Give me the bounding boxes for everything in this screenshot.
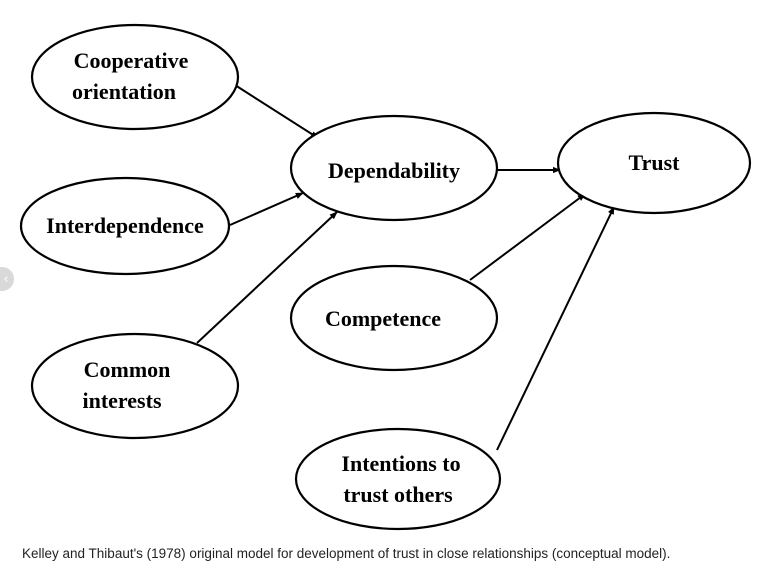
node-dependability: Dependability	[289, 114, 499, 222]
node-intentions-to-trust-others: Intentions to trust others	[294, 427, 502, 531]
node-shape	[294, 427, 502, 531]
edge-cooperative-to-dependability	[234, 84, 319, 139]
node-label-line: Dependability	[328, 158, 460, 183]
node-trust: Trust	[556, 111, 752, 215]
node-shape	[30, 23, 240, 131]
node-shape	[30, 332, 240, 440]
node-label-line: trust others	[343, 482, 453, 507]
node-common-interests: Common interests	[30, 332, 240, 440]
edges	[196, 84, 615, 451]
node-label-line: Competence	[325, 306, 441, 331]
edge-interdependence-to-dependability	[229, 192, 304, 226]
node-shape	[289, 264, 499, 372]
trust-model-diagram: Cooperative orientation Interdependence …	[19, 23, 752, 531]
edge-intentions-to-trust	[496, 206, 615, 451]
edge-common-to-dependability	[196, 211, 338, 344]
node-shape	[556, 111, 752, 215]
node-shape	[289, 114, 499, 222]
node-label-line: Intentions to	[341, 451, 460, 476]
node-label-line: orientation	[72, 79, 176, 104]
node-competence: Competence	[289, 264, 499, 372]
node-interdependence: Interdependence	[19, 176, 231, 276]
edge-competence-to-trust	[469, 193, 586, 281]
node-label-line: Cooperative	[74, 48, 189, 73]
chevron-left-icon: ‹	[3, 271, 9, 287]
node-label-line: interests	[82, 388, 161, 413]
node-shape	[19, 176, 231, 276]
previous-slide-button[interactable]: ‹	[0, 267, 14, 291]
node-label-line: Common	[84, 357, 171, 382]
node-cooperative-orientation: Cooperative orientation	[30, 23, 240, 131]
node-label-line: Interdependence	[46, 213, 204, 238]
node-label-line: Trust	[629, 150, 681, 175]
figure-caption: Kelley and Thibaut's (1978) original mod…	[22, 546, 671, 561]
